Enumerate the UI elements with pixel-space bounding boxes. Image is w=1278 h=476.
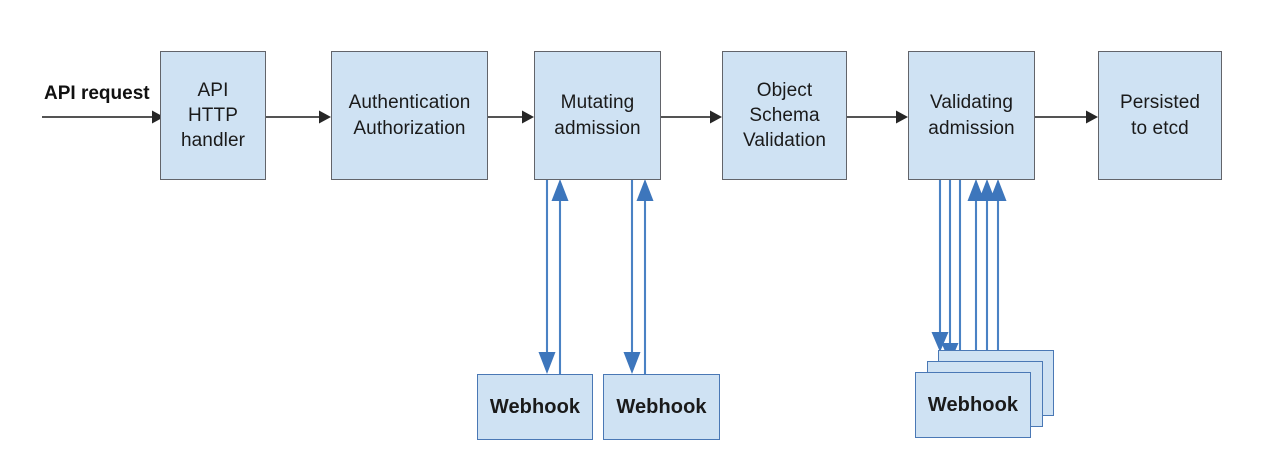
node-mutating-webhook-2[interactable]: Webhook (603, 374, 720, 440)
node-validating-admission[interactable]: Validating admission (908, 51, 1035, 180)
arrow-mutating-to-schema (661, 110, 722, 124)
arrow-validating-call-3 (931, 179, 1007, 352)
arrow-entry-request (42, 110, 164, 124)
arrow-validating-call-2 (941, 179, 996, 363)
node-validating-webhook-1[interactable]: Webhook (915, 372, 1031, 438)
node-persisted-to-etcd[interactable]: Persisted to etcd (1098, 51, 1222, 180)
arrow-mutating-call-1 (538, 179, 569, 374)
node-api-http-handler[interactable]: API HTTP handler (160, 51, 266, 180)
arrow-validating-call-1 (951, 179, 985, 374)
arrow-schema-to-validating (847, 110, 908, 124)
entry-label-api-request: API request (44, 83, 150, 104)
node-authentication-authorization[interactable]: Authentication Authorization (331, 51, 488, 180)
arrow-authn-to-mutating (488, 110, 534, 124)
arrow-validating-to-etcd (1035, 110, 1098, 124)
node-object-schema-validation[interactable]: Object Schema Validation (722, 51, 847, 180)
arrow-handler-to-authn (266, 110, 331, 124)
node-mutating-webhook-1[interactable]: Webhook (477, 374, 593, 440)
arrow-mutating-call-2 (623, 179, 654, 374)
node-mutating-admission[interactable]: Mutating admission (534, 51, 661, 180)
